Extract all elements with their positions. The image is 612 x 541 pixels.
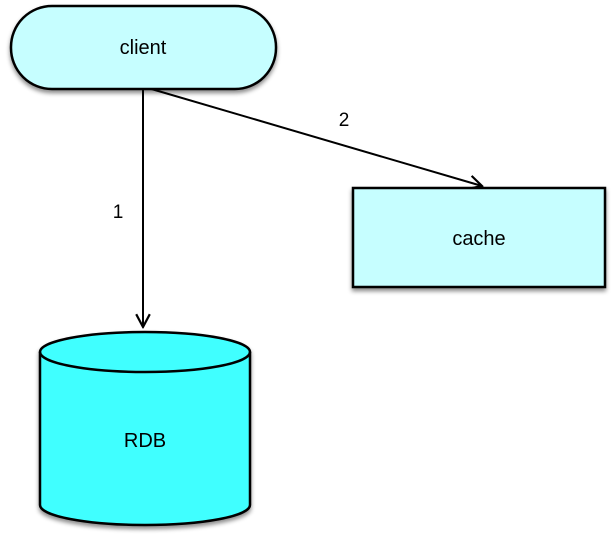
node-rdb-lid-curve	[38, 351, 252, 374]
node-client-label: client	[120, 37, 167, 59]
node-client: client	[9, 4, 278, 91]
node-rdb-shape	[38, 330, 252, 527]
edge-client-cache-line	[147, 87, 482, 186]
node-client-shape	[9, 4, 278, 91]
node-cache-shape	[351, 186, 607, 289]
edge-client-cache: 2	[147, 87, 482, 186]
edge-client-rdb-label: 1	[113, 202, 124, 223]
node-rdb: RDB	[38, 330, 252, 527]
node-cache: cache	[351, 186, 607, 289]
edge-client-cache-label: 2	[339, 110, 350, 131]
node-rdb-label: RDB	[124, 430, 166, 452]
node-cache-label: cache	[452, 228, 505, 250]
edge-client-rdb: 1	[113, 89, 143, 327]
